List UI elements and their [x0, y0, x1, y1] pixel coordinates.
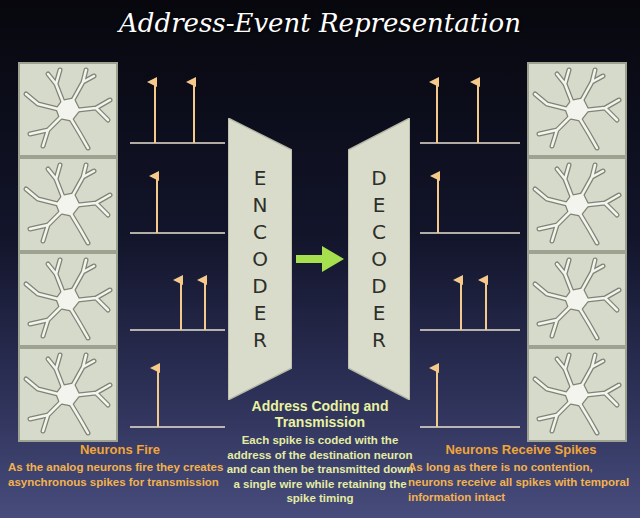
neuron-icon: [19, 348, 117, 441]
neuron-box-left: [19, 63, 117, 441]
decoder-block: D E C O D E R: [348, 118, 410, 400]
section-heading-box: Neurons Fire: [8, 442, 232, 458]
baseline: [130, 329, 225, 331]
baseline: [420, 142, 520, 144]
spike-arrow: [204, 280, 206, 330]
baseline: [420, 426, 520, 428]
baseline: [130, 426, 225, 428]
neuron-icon: [528, 253, 626, 346]
section-body-box: As the analog neurons fire they creates …: [8, 460, 232, 490]
spike-arrow: [156, 176, 158, 233]
encoder-block: E N C O D E R: [228, 118, 292, 400]
baseline: [420, 329, 520, 331]
baseline: [130, 142, 225, 144]
section-body: As long as there is no contention, neuro…: [408, 460, 634, 505]
trapezoid-outline: [348, 118, 410, 400]
spike-arrow: [157, 368, 159, 427]
spike-arrow: [193, 82, 195, 143]
neuron-icon: [528, 158, 626, 251]
neuron-icon: [19, 63, 117, 156]
section-body: As the analog neurons fire they creates …: [8, 460, 232, 490]
spike-arrow: [437, 176, 439, 233]
neuron-icon: [528, 348, 626, 441]
title-text: Address-Event Representation: [0, 8, 640, 38]
section-heading-box: Address Coding and Transmission: [222, 398, 418, 430]
neuron-icon: [528, 63, 626, 156]
trapezoid-outline: [228, 118, 292, 400]
section-body: Each spike is coded with the address of …: [222, 433, 418, 506]
spike-arrow: [436, 82, 438, 143]
section-heading: Neurons Receive Spikes: [408, 442, 634, 458]
baseline: [130, 232, 225, 234]
spike-arrow: [154, 82, 156, 143]
spike-arrow: [180, 280, 182, 330]
section-body-box: Each spike is coded with the address of …: [222, 433, 418, 506]
block-label: E N C O D E R: [250, 165, 270, 354]
spike-arrow: [436, 368, 438, 427]
neuron-icon: [19, 158, 117, 251]
baseline: [420, 232, 520, 234]
section-heading: Address Coding and Transmission: [222, 398, 418, 430]
block-label: D E C O D E R: [369, 165, 389, 354]
section-heading: Neurons Fire: [8, 442, 232, 458]
neuron-icon: [19, 253, 117, 346]
spike-arrow: [485, 280, 487, 330]
neuron-box-right: [528, 63, 626, 441]
flow-arrow: [296, 255, 322, 263]
spike-arrow: [460, 280, 462, 330]
spike-arrow: [477, 82, 479, 143]
section-body-box: As long as there is no contention, neuro…: [408, 460, 634, 505]
section-heading-box: Neurons Receive Spikes: [408, 442, 634, 458]
spike-baselines: [130, 143, 520, 427]
spike-arrows: [155, 82, 486, 427]
